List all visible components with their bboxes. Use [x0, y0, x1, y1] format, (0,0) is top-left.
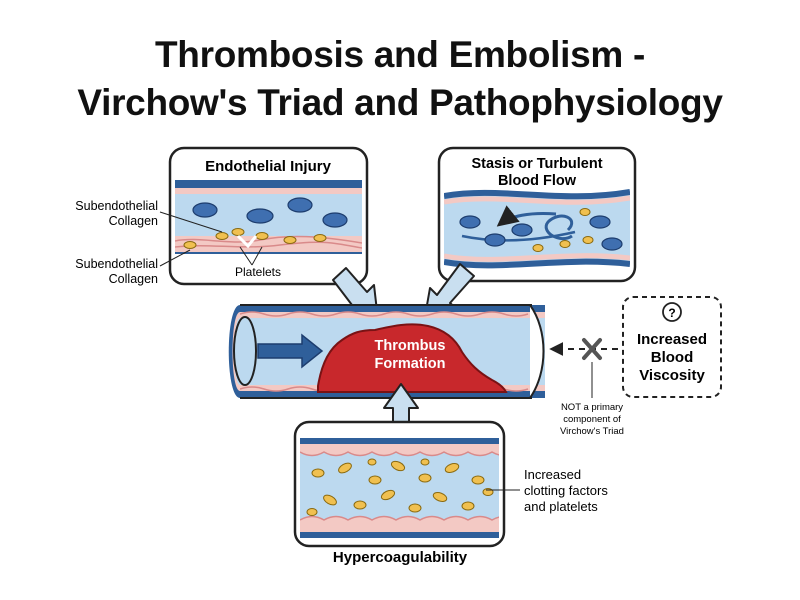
platelet	[231, 228, 245, 236]
stasis-panel: Stasis or Turbulent Blood Flow	[437, 146, 637, 283]
title-line-2: Virchow's Triad and Pathophysiology	[77, 82, 723, 123]
svg-text:component of: component of	[563, 414, 621, 425]
question-icon	[662, 302, 682, 322]
svg-text:Virchow's Triad: Virchow's Triad	[560, 426, 624, 437]
platelets-label: Platelets	[235, 265, 281, 279]
platelet	[559, 240, 571, 248]
red-blood-cell	[287, 197, 313, 213]
hypercoagulability-panel: Hypercoagulability	[293, 420, 506, 566]
thrombus	[317, 323, 508, 393]
platelet	[313, 234, 327, 242]
thrombus-label-line-1: Thrombus	[375, 338, 446, 354]
thrombus-label-line-2: Formation	[375, 356, 446, 372]
svg-text:Subendothelial: Subendothelial	[75, 257, 158, 271]
endothelial-injury-panel: Endothelial Injury Platelets	[168, 146, 369, 286]
cross-mark-icon	[582, 338, 602, 360]
platelet	[532, 244, 544, 252]
red-blood-cell	[511, 223, 533, 237]
svg-text:Blood: Blood	[651, 349, 694, 366]
clotting-factors-callout: Increased clotting factors and platelets	[486, 467, 608, 514]
svg-text:Collagen: Collagen	[109, 272, 158, 286]
svg-text:?: ?	[668, 306, 675, 320]
stasis-heading-line-1: Stasis or Turbulent	[471, 156, 602, 172]
hypercoagulability-heading: Hypercoagulability	[333, 549, 468, 566]
red-blood-cell	[322, 212, 348, 228]
endothelial-injury-heading: Endothelial Injury	[205, 158, 332, 175]
stasis-heading-line-2: Blood Flow	[498, 173, 577, 189]
platelet	[579, 208, 591, 216]
viscosity-box: ? Increased Blood Viscosity	[622, 296, 722, 398]
svg-text:Subendothelial: Subendothelial	[75, 199, 158, 213]
red-blood-cell	[459, 215, 481, 229]
red-blood-cell	[484, 233, 506, 247]
red-blood-cell	[589, 215, 611, 229]
red-blood-cell	[601, 237, 623, 251]
platelet-cluster	[306, 458, 494, 516]
red-blood-cell	[192, 202, 218, 218]
svg-text:Viscosity: Viscosity	[639, 367, 705, 384]
platelet	[582, 236, 594, 244]
svg-text:Collagen: Collagen	[109, 214, 158, 228]
platelet	[283, 236, 297, 244]
platelet	[215, 232, 229, 240]
svg-text:NOT a primary: NOT a primary	[561, 402, 623, 413]
svg-text:Increased: Increased	[637, 331, 707, 348]
platelet	[255, 232, 269, 240]
subendothelial-collagen-callout-top: Subendothelial Collagen	[75, 199, 223, 233]
title-line-1: Thrombosis and Embolism -	[155, 34, 645, 75]
subendothelial-collagen-callout-bottom: Subendothelial Collagen	[75, 249, 191, 286]
svg-text:and platelets: and platelets	[524, 499, 598, 514]
platelet	[183, 241, 197, 249]
flow-direction-arrow	[257, 333, 324, 369]
red-blood-cell	[246, 208, 274, 224]
central-vessel: Thrombus Formation	[228, 304, 545, 399]
svg-text:Increased: Increased	[524, 467, 581, 482]
not-primary-note: NOT a primary component of Virchow's Tri…	[560, 402, 624, 437]
svg-text:clotting factors: clotting factors	[524, 483, 608, 498]
